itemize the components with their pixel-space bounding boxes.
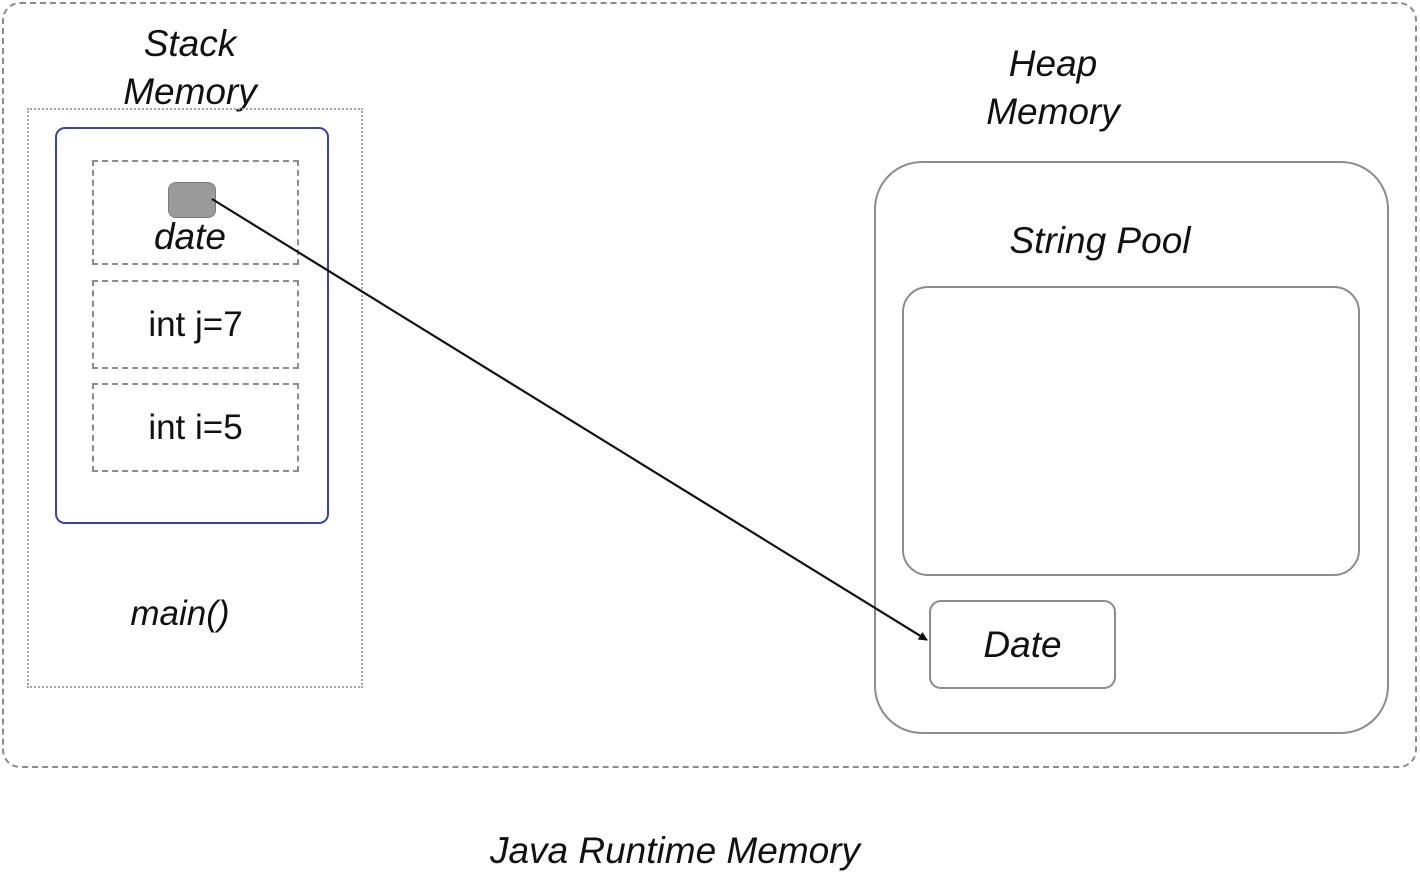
stack-slot-int-j: int j=7 [92,280,299,369]
stack-memory-title: Stack Memory [90,20,290,116]
heap-memory-title: Heap Memory [953,40,1153,136]
java-runtime-memory-boundary [2,2,1417,768]
heap-title-line-1: Heap [1008,43,1098,84]
string-pool-region [902,286,1360,576]
java-runtime-memory-title: Java Runtime Memory [489,830,861,871]
stack-frame-label: main() [130,594,230,633]
heap-object-date: Date [929,600,1116,689]
stack-slot-int-i: int i=5 [92,383,299,472]
stack-title-line-1: Stack [143,23,237,64]
heap-title-line-2: Memory [986,91,1120,132]
stack-slot-label-date: date [153,216,226,257]
stack-title-line-2: Memory [123,71,257,112]
reference-pointer-icon [168,182,216,218]
string-pool-title: String Pool [1009,220,1191,261]
